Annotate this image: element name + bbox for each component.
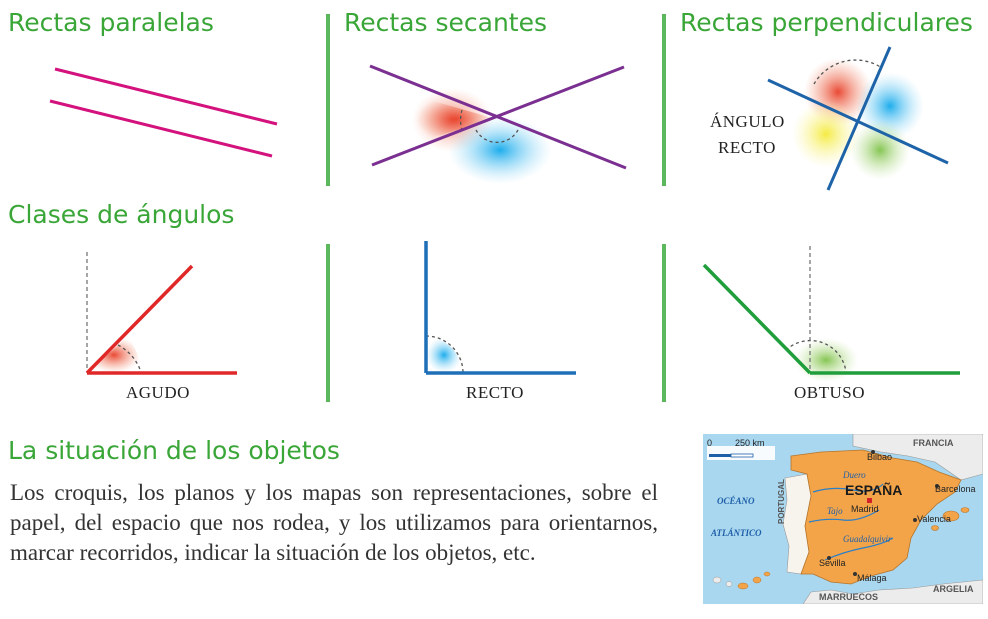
- map-river-duero: Duero: [843, 470, 866, 480]
- map-label-argelia: ARGELIA: [933, 584, 974, 594]
- divider-bottom-2: [662, 244, 666, 402]
- perpendicular-lines-figure: [767, 46, 949, 191]
- divider-bottom-1: [326, 244, 330, 402]
- map-scale-distance: 250 km: [735, 438, 765, 448]
- map-city-barcelona: Barcelona: [935, 484, 976, 494]
- label-acute: AGUDO: [126, 383, 190, 402]
- barcelona-dot: [935, 484, 939, 488]
- parallel-lines-figure: [49, 67, 278, 158]
- label-obtuse: OBTUSO: [794, 383, 866, 402]
- canary-island-4: [752, 576, 762, 584]
- canary-island-2: [725, 581, 733, 587]
- label-right-angle-line2: RECTO: [718, 138, 776, 157]
- perp-line-2: [826, 46, 892, 191]
- river-tajo: [808, 509, 880, 523]
- map-label-marruecos: MARRUECOS: [819, 592, 879, 602]
- label-right: RECTO: [466, 383, 524, 402]
- perp-yellow-region: [792, 100, 860, 168]
- label-right-angle-line1: ÁNGULO: [710, 112, 785, 131]
- spain-map: 0 250 km FRANCIA PORTUGAL MARRUECOS ARGE…: [703, 434, 983, 604]
- secant-blue-glow: [448, 116, 552, 184]
- river-duero: [812, 483, 884, 493]
- canary-island-1: [712, 576, 722, 584]
- right-angle-figure: [424, 241, 576, 375]
- heading-perpendicular-lines: Rectas perpendiculares: [680, 8, 973, 37]
- right-angle-arc: [425, 335, 464, 373]
- africa-land: [802, 579, 983, 604]
- mallorca-land: [942, 510, 960, 522]
- map-river-guadalquivir: Guadalquivir: [843, 534, 892, 544]
- body-paragraph: Los croquis, los planos y los mapas son …: [10, 480, 658, 565]
- madrid-marker: [867, 498, 872, 503]
- scale-bar-background: [707, 446, 775, 460]
- scale-bar-segment: [730, 453, 754, 458]
- valencia-dot: [913, 518, 917, 522]
- heading-parallel-lines: Rectas paralelas: [8, 8, 214, 37]
- malaga-dot: [853, 572, 857, 576]
- right-angle-fill: [426, 337, 462, 373]
- acute-arc: [117, 344, 142, 373]
- secant-arc-bottom: [475, 129, 519, 143]
- perp-green-region: [850, 120, 910, 180]
- map-scale-zero: 0: [707, 438, 713, 448]
- acute-ray-2: [85, 264, 194, 375]
- map-label-france: FRANCIA: [913, 438, 954, 448]
- map-label-portugal: PORTUGAL: [777, 479, 786, 524]
- sevilla-dot: [827, 556, 831, 560]
- obtuse-arc: [785, 339, 847, 373]
- canary-island-3: [737, 582, 749, 590]
- parallel-line-1: [54, 67, 278, 126]
- heading-angle-classes: Clases de ángulos: [8, 200, 235, 229]
- map-city-valencia: Valencia: [917, 514, 951, 524]
- river-guadalquivir: [824, 537, 894, 561]
- divider-top-2: [662, 14, 666, 186]
- map-label-spain: ESPAÑA: [845, 482, 903, 498]
- perp-arc: [813, 59, 883, 85]
- bilbao-dot: [871, 450, 875, 454]
- heading-secant-lines: Rectas secantes: [344, 8, 547, 37]
- map-city-bilbao: Bilbao: [867, 452, 893, 462]
- map-label-atlantic: ATLÁNTICO: [711, 528, 762, 538]
- menorca-land: [960, 507, 970, 513]
- france-land: [852, 434, 983, 481]
- acute-angle-figure: [85, 252, 237, 375]
- heading-object-situation: La situación de los objetos: [8, 436, 340, 465]
- canary-island-5: [763, 571, 771, 577]
- secant-line-2: [371, 65, 625, 167]
- map-label-ocean: OCÉANO: [717, 496, 755, 506]
- obtuse-ray-2: [702, 263, 812, 375]
- map-city-malaga: Málaga: [857, 573, 887, 583]
- acute-angle-fill: [87, 337, 141, 373]
- map-city-madrid: Madrid: [851, 504, 879, 514]
- ibiza-land: [931, 525, 939, 531]
- divider-top-1: [326, 14, 330, 186]
- obtuse-angle-figure: [702, 246, 960, 382]
- map-river-tajo: Tajo: [827, 506, 843, 516]
- spain-land: [790, 449, 962, 585]
- secant-lines-figure: [369, 64, 627, 184]
- parallel-line-2: [49, 99, 273, 158]
- geometry-figures: [49, 46, 960, 382]
- map-city-sevilla: Sevilla: [819, 558, 846, 568]
- map-graphic: [707, 434, 983, 604]
